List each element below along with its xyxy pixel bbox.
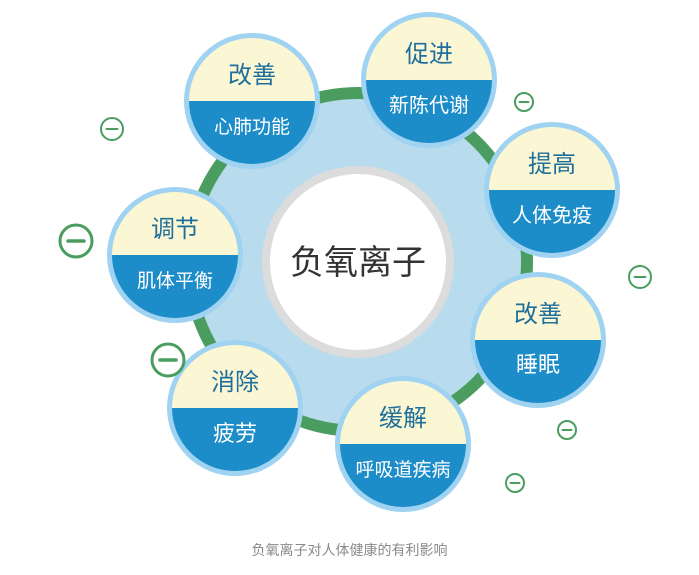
center-hub: 负氧离子 [262,166,454,358]
negative-ion-symbols [58,92,652,493]
benefit-node-regulate-balance: 调节 肌体平衡 [107,187,243,323]
benefit-node-relieve-respiratory: 缓解 呼吸道疾病 [335,376,471,512]
benefit-node-bottom-label: 睡眠 [516,352,560,377]
diagram-caption: 负氧离子对人体健康的有利影响 [251,543,448,559]
benefit-node-promote-metabolism: 促进 新陈代谢 [361,12,497,148]
benefit-node-eliminate-fatigue: 消除 疲劳 [167,340,303,476]
center-hub-face [270,174,446,350]
benefit-node-bottom-label: 人体免疫 [512,204,592,227]
minus-circle-icon [628,265,652,289]
minus-circle-icon [150,342,186,378]
benefit-node-improve-sleep: 改善 睡眠 [470,272,606,408]
benefit-node-bottom-label: 心肺功能 [214,116,290,138]
benefit-node-improve-immunity: 提高 人体免疫 [484,122,620,258]
center-title: 负氧离子 [290,244,426,282]
benefit-node-bottom-label: 疲劳 [213,421,257,446]
minus-circle-icon [514,92,534,112]
benefit-node-bottom-label: 呼吸道疾病 [355,459,450,481]
minus-circle-icon [505,473,525,493]
benefit-node-improve-cardiopulmonary: 改善 心肺功能 [184,33,320,169]
minus-circle-icon [58,223,94,259]
benefit-node-top-label: 促进 [405,41,453,68]
benefit-node-top-label: 改善 [228,62,276,89]
benefit-nodes: 促进 新陈代谢 提高 人体免疫 改善 睡眠 [107,12,620,512]
minus-circle-icon [557,420,577,440]
minus-circle-icon [100,117,124,141]
benefit-node-bottom-label: 肌体平衡 [137,270,213,292]
benefit-node-top-label: 缓解 [379,405,427,432]
benefit-node-top-label: 消除 [211,369,259,396]
benefit-node-top-label: 调节 [151,216,199,243]
benefit-node-top-label: 提高 [528,151,576,178]
benefit-node-bottom-label: 新陈代谢 [389,94,469,117]
benefit-node-top-label: 改善 [514,301,562,328]
